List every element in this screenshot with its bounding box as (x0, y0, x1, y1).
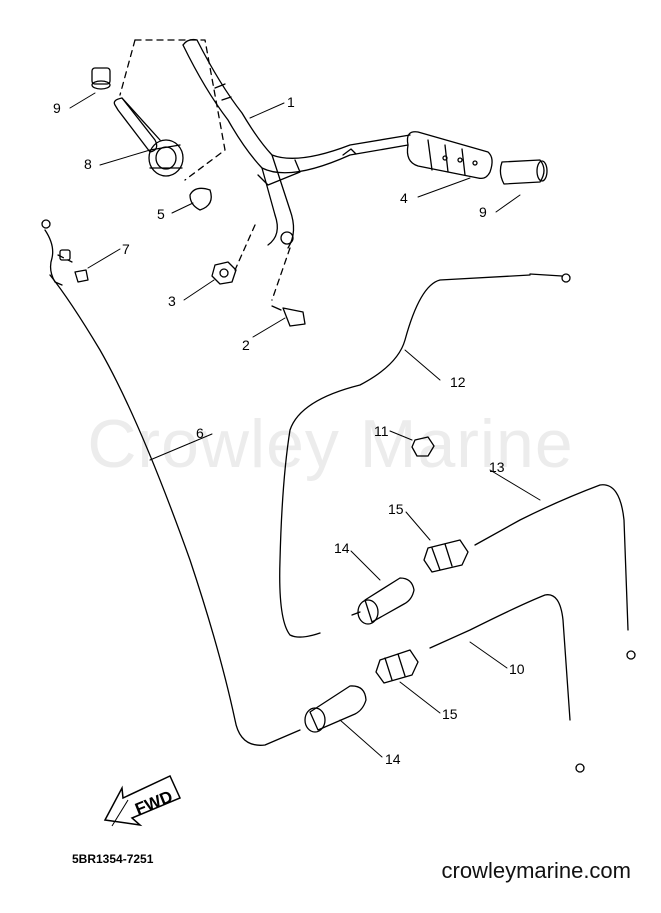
callout-12: 12 (450, 374, 466, 390)
screw-part-7 (74, 269, 89, 283)
nut-part-3 (211, 261, 237, 285)
cable-end-top (41, 219, 71, 286)
callout-9-right: 9 (479, 204, 487, 220)
steering-handle-part (182, 38, 411, 249)
bolt-part-2 (271, 305, 306, 327)
callout-4: 4 (400, 190, 408, 206)
nut-part-11 (411, 436, 435, 457)
callout-1: 1 (287, 94, 295, 110)
cable-part-12 (279, 274, 531, 638)
callout-8: 8 (84, 156, 92, 172)
diagram-code: 5BR1354-7251 (72, 852, 154, 866)
callout-11: 11 (374, 423, 389, 439)
callout-2: 2 (242, 337, 250, 353)
right-grip-end-part (499, 159, 548, 185)
connector-part-14-upper (351, 577, 415, 625)
joint-part-15-lower (375, 649, 419, 684)
connector-part-14-lower (304, 685, 367, 733)
callout-7: 7 (122, 241, 130, 257)
joint-part-15-upper (423, 539, 469, 573)
cable-part-13 (474, 484, 629, 631)
callout-15-upper: 15 (388, 501, 404, 517)
callout-5: 5 (157, 206, 165, 222)
callout-13: 13 (489, 459, 505, 475)
callout-9-left: 9 (53, 100, 61, 116)
callout-15-lower: 15 (442, 706, 458, 722)
clip-part-5 (189, 187, 212, 211)
cable-part-6 (49, 274, 301, 746)
cable-part-10 (429, 594, 571, 721)
callout-3: 3 (168, 293, 176, 309)
watermark-text: Crowley Marine (87, 406, 574, 482)
callout-14-upper: 14 (334, 540, 350, 556)
left-grip-part (113, 97, 184, 177)
left-grip-end-part (91, 67, 111, 90)
right-grip-part (406, 131, 493, 180)
callout-14-lower: 14 (385, 751, 401, 767)
fwd-arrow-icon: FWD (103, 774, 182, 827)
exploded-view-lines (57, 39, 291, 301)
website-text: crowleymarine.com (441, 858, 632, 883)
callout-10: 10 (509, 661, 525, 677)
callout-6: 6 (196, 425, 204, 441)
